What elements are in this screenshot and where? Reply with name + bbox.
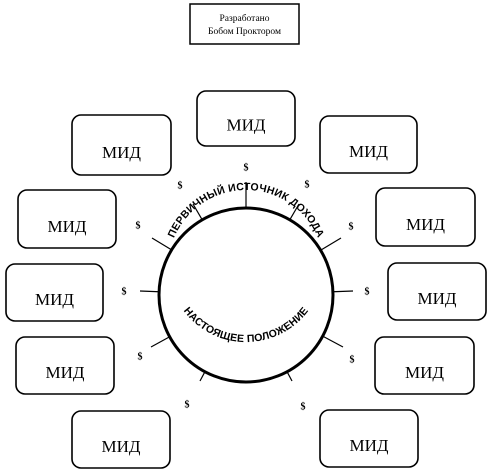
mid-box-label: МИД xyxy=(418,289,457,308)
connector-spoke xyxy=(289,203,300,221)
mid-box-label: МИД xyxy=(102,437,141,456)
mid-box: МИД xyxy=(375,187,476,247)
mid-box-frame xyxy=(5,263,104,322)
mid-box-label: МИД xyxy=(227,116,266,135)
dollar-sign: $ xyxy=(365,286,370,297)
mid-box-label: МИД xyxy=(406,215,445,234)
credit-box-frame xyxy=(189,3,300,45)
central-circle xyxy=(157,206,335,384)
mid-box-frame xyxy=(387,262,487,321)
mid-box-label: МИД xyxy=(405,363,444,382)
mid-box: МИД xyxy=(319,409,419,468)
dollar-signs: $ $ $ $ $ $ $ $ $ $ $ xyxy=(122,162,370,412)
mid-box-label: МИД xyxy=(35,290,74,309)
mid-box-frame xyxy=(71,114,172,176)
connector-spoke xyxy=(150,336,170,348)
mid-box: МИД xyxy=(387,262,487,321)
mid-box-label: МИД xyxy=(46,363,85,382)
dollar-sign: $ xyxy=(178,180,183,191)
mid-box: МИД xyxy=(319,115,418,174)
dollar-sign: $ xyxy=(350,354,355,365)
mid-box-frame xyxy=(319,115,418,174)
dollar-sign: $ xyxy=(349,221,354,232)
mid-box: МИД xyxy=(196,90,296,147)
mid-box-frame xyxy=(15,336,115,395)
connector-spoke xyxy=(322,335,344,348)
mid-boxes: МИД МИД МИД МИД МИД МИД МИД МИД МИД МИД МИД xyxy=(5,90,487,469)
mid-box: МИД xyxy=(374,336,475,395)
connector-spoke xyxy=(332,290,354,293)
connector-spoke xyxy=(199,371,206,382)
connector-spoke xyxy=(151,237,172,251)
credit-box: Разработано Бобом Проктором xyxy=(189,3,300,45)
credit-line-2: Бобом Проктором xyxy=(208,26,281,37)
connector-spoke xyxy=(286,371,293,382)
connector-spokes xyxy=(139,182,354,382)
mid-box-label: МИД xyxy=(102,143,141,162)
mid-box-frame xyxy=(71,410,171,469)
credit-line-1: Разработано xyxy=(220,13,270,24)
dollar-sign: $ xyxy=(185,399,190,410)
dollar-sign: $ xyxy=(122,286,127,297)
connector-spoke xyxy=(320,237,342,251)
mid-box: МИД xyxy=(71,114,172,176)
connector-spoke xyxy=(139,290,160,293)
connector-spoke xyxy=(192,203,203,221)
dollar-sign: $ xyxy=(138,351,143,362)
mid-box-frame xyxy=(319,409,419,468)
mid-box: МИД xyxy=(15,336,115,395)
mid-box-frame xyxy=(374,336,475,395)
dollar-sign: $ xyxy=(244,162,249,173)
mid-box-frame xyxy=(196,90,296,147)
mid-box-frame xyxy=(375,187,476,247)
mid-box: МИД xyxy=(71,410,171,469)
dollar-sign: $ xyxy=(305,179,310,190)
mid-box-frame xyxy=(17,189,117,249)
mid-box-label: МИД xyxy=(350,436,389,455)
dollar-sign: $ xyxy=(301,401,306,412)
mid-box-label: МИД xyxy=(349,142,388,161)
mid-box-label: МИД xyxy=(48,217,87,236)
dollar-sign: $ xyxy=(136,220,141,231)
mid-box: МИД xyxy=(5,263,104,322)
mid-box: МИД xyxy=(17,189,117,249)
